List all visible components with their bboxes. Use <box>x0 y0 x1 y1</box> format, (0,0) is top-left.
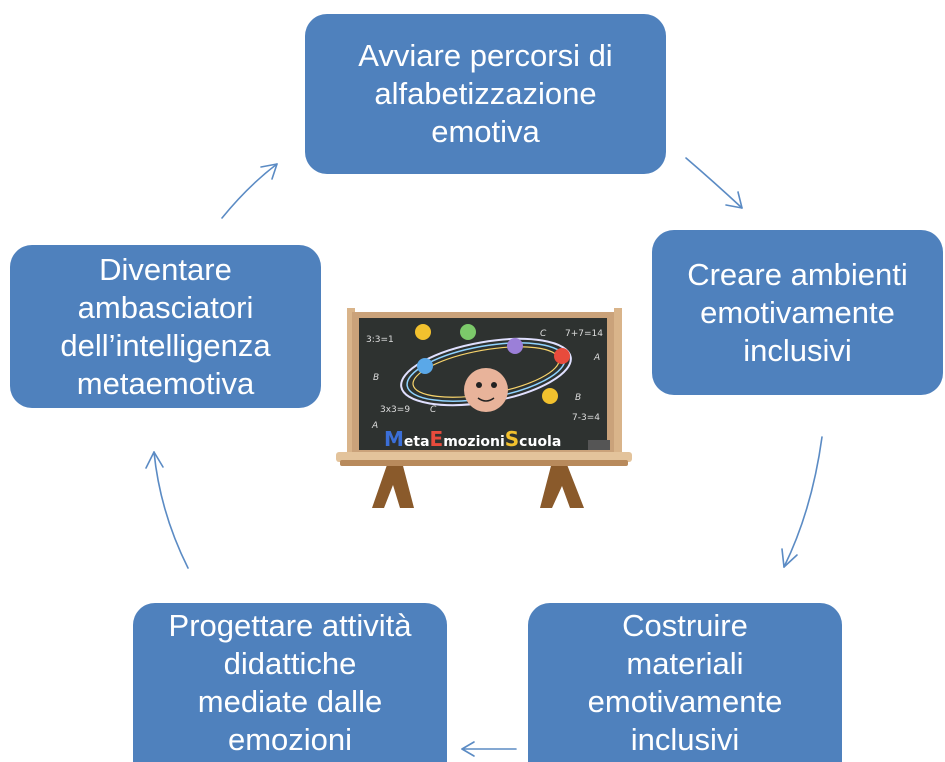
step-bottom-left-node: Progettare attività didattiche mediate d… <box>133 603 447 762</box>
arrow-right-to-bottomright <box>783 436 823 568</box>
arrowhead-bottomleft-to-left <box>145 451 164 469</box>
step-left-line-1: Diventare <box>99 251 232 287</box>
step-top-node: Avviare percorsi di alfabetizzazione emo… <box>305 14 666 174</box>
arrow-bottomleft-to-left <box>153 451 189 569</box>
emoji-face-icon <box>542 388 558 404</box>
step-bottom-right-line-1: Costruire <box>622 607 748 643</box>
svg-text:MetaEmozioniScuola: MetaEmozioniScuola <box>384 427 561 451</box>
chalk-mark: 7+7=14 <box>565 329 603 339</box>
arrowhead-bottomright-to-bottomleft <box>461 741 475 757</box>
easel-leg-left <box>372 462 414 508</box>
chalk-mark: A <box>593 353 600 363</box>
step-bottom-left-line-2: didattiche <box>223 645 357 681</box>
step-bottom-left-line-4: emozioni <box>227 721 353 757</box>
emoji-face-icon <box>554 348 570 364</box>
step-bottom-right-line-2: materiali <box>626 645 744 681</box>
logo-part: mozioni <box>443 434 505 450</box>
logo-letter-m: M <box>384 427 404 451</box>
step-top-line-2: alfabetizzazione <box>374 76 597 111</box>
arrowhead-right-to-bottomright <box>781 548 798 568</box>
board-ledge <box>336 452 632 462</box>
arrow-left-to-top <box>221 163 278 219</box>
step-bottom-right-line-3: emotivamente <box>587 683 783 719</box>
step-left-line-4: metaemotiva <box>76 365 255 401</box>
logo-letter-s: S <box>505 427 519 451</box>
step-right-line-2: emotivamente <box>700 294 895 330</box>
board-logo: MetaEmozioniScuola <box>384 427 561 451</box>
emoji-face-icon <box>460 324 476 340</box>
arrowhead-left-to-top <box>260 163 278 180</box>
step-top-line-1: Avviare percorsi di <box>358 38 613 73</box>
step-bottom-right-node: Costruire materiali emotivamente inclusi… <box>528 603 842 762</box>
chalk-mark: C <box>540 329 547 339</box>
chalk-marks: 3:3=1 7+7=14 3x3=9 7-3=4 B C A B C A <box>366 329 603 431</box>
frame-post-left <box>347 308 355 458</box>
emoji-face-icon <box>417 358 433 374</box>
logo-part: cuola <box>519 434 561 450</box>
emoji-face-icon <box>507 338 523 354</box>
chalk-mark: B <box>373 373 379 383</box>
arrowhead-top-to-right <box>725 191 743 209</box>
chalk-mark: A <box>371 421 378 431</box>
chalk-mark: 7-3=4 <box>572 413 600 423</box>
chalk-mark: C <box>430 405 437 415</box>
central-figure-icon <box>464 368 508 412</box>
step-right-node: Creare ambienti emotivamente inclusivi <box>652 230 943 395</box>
step-left-line-2: ambasciatori <box>77 289 254 325</box>
step-bottom-right-line-4: inclusivi <box>630 721 740 757</box>
eraser-icon <box>588 440 610 450</box>
step-right-line-1: Creare ambienti <box>687 256 908 292</box>
step-bottom-left-line-1: Progettare attività <box>168 607 412 643</box>
step-left-node: Diventare ambasciatori dell’intelligenza… <box>10 245 321 408</box>
board-ledge-shadow <box>340 460 628 466</box>
step-left-line-3: dell’intelligenza <box>60 327 271 363</box>
step-right-line-3: inclusivi <box>743 332 852 368</box>
arrow-top-to-right <box>685 157 743 209</box>
emoji-face-icon <box>415 324 431 340</box>
frame-post-right <box>614 308 622 458</box>
chalk-mark: B <box>575 393 581 403</box>
step-bottom-left-line-3: mediate dalle <box>197 683 383 719</box>
logo-letter-e: E <box>430 427 444 451</box>
easel-leg-right <box>540 462 584 508</box>
chalk-mark: 3:3=1 <box>366 335 394 345</box>
logo-part: eta <box>404 434 430 450</box>
chalk-mark: 3x3=9 <box>380 405 410 415</box>
step-top-line-3: emotiva <box>431 114 540 149</box>
